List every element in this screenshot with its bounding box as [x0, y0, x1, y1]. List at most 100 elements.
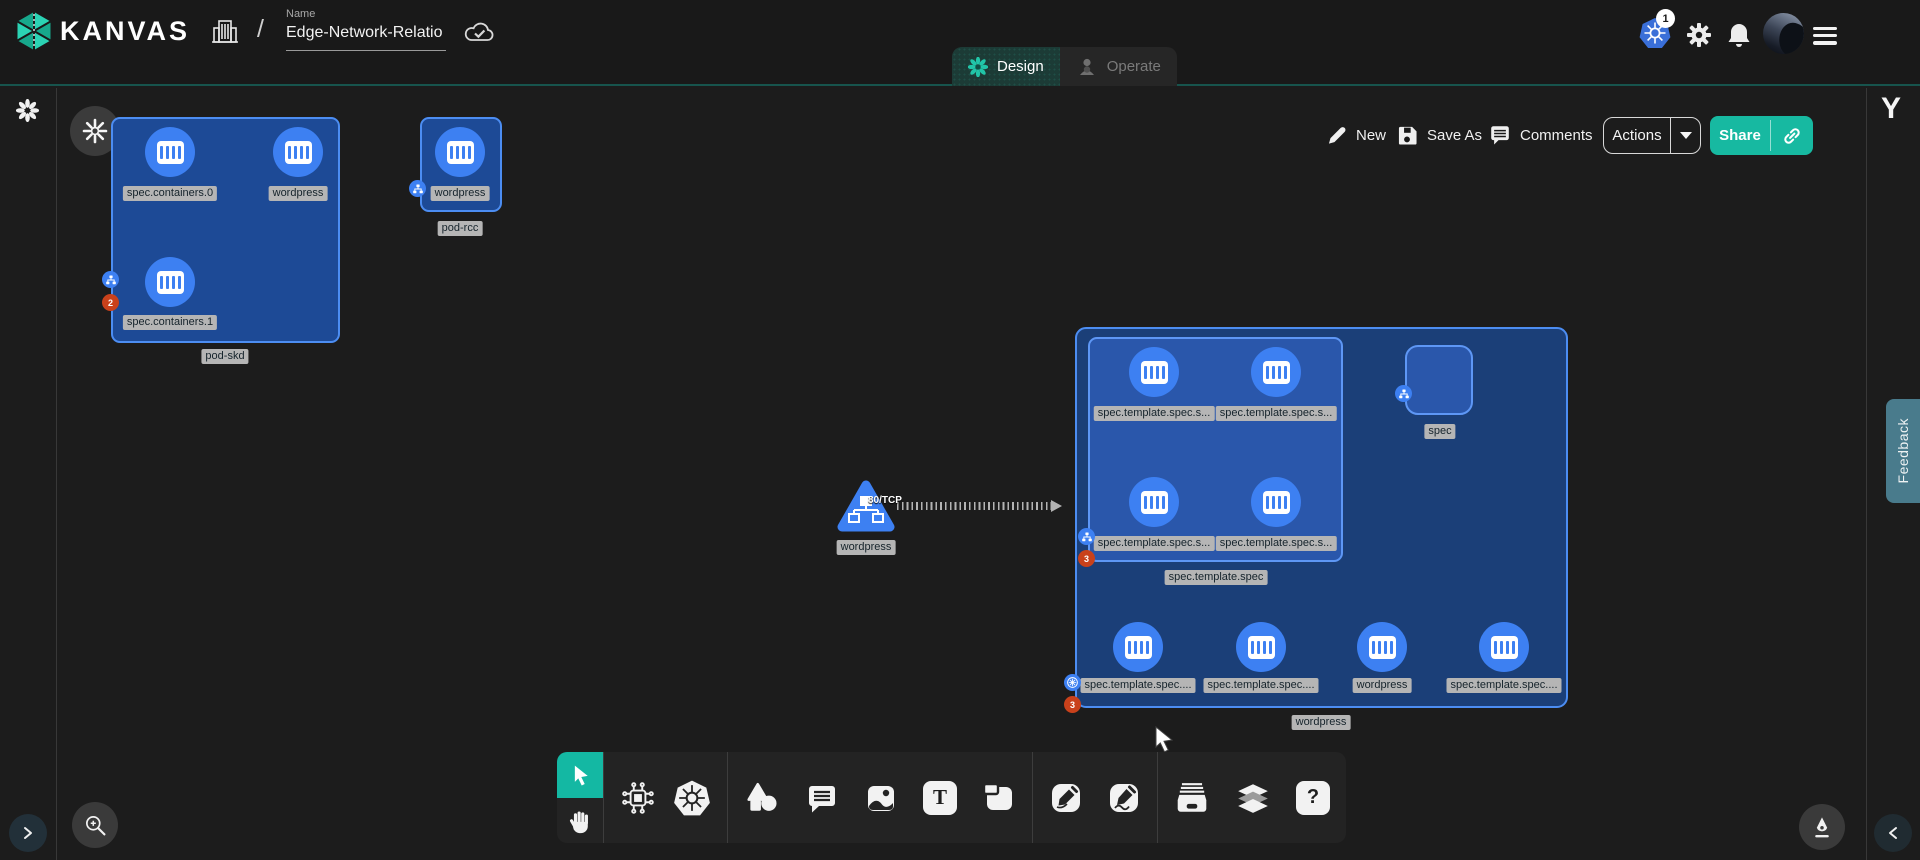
comments-button[interactable]: Comments	[1489, 124, 1593, 146]
menu-hamburger-icon[interactable]	[1813, 27, 1837, 45]
right-rail-logo[interactable]: Y	[1881, 92, 1902, 125]
container-icon	[284, 140, 312, 164]
tool-components[interactable]	[620, 780, 656, 816]
tool-layers[interactable]	[1235, 780, 1271, 816]
error-count-badge[interactable]: 2	[102, 294, 119, 311]
settings-gear-icon[interactable]	[1686, 22, 1712, 48]
edge-arrowhead	[1051, 500, 1062, 512]
collapse-panel-button[interactable]	[1874, 814, 1912, 852]
save-as-button[interactable]: Save As	[1396, 124, 1482, 146]
design-name-input[interactable]: Edge-Network-Relatio	[286, 24, 443, 41]
container-icon	[156, 270, 184, 294]
node-template-3[interactable]	[1129, 477, 1179, 527]
node-spec-containers-1[interactable]	[145, 257, 195, 307]
node-template-1[interactable]	[1129, 347, 1179, 397]
container-icon	[1124, 635, 1152, 659]
error-count-badge[interactable]: 3	[1064, 696, 1081, 713]
zoom-button[interactable]	[72, 802, 118, 848]
share-button[interactable]: Share	[1710, 116, 1813, 155]
k8s-resource-badge[interactable]	[1078, 528, 1095, 545]
actions-button[interactable]: Actions	[1603, 117, 1701, 154]
notifications-bell-icon[interactable]	[1726, 21, 1752, 49]
breadcrumb-separator: /	[257, 15, 264, 43]
container-icon	[1490, 635, 1518, 659]
tool-shapes[interactable]	[744, 780, 780, 816]
tool-drawer[interactable]	[1174, 780, 1210, 816]
zoom-in-icon	[86, 816, 106, 836]
comments-icon	[1491, 126, 1509, 145]
pen-nib-icon	[1815, 817, 1829, 838]
tool-image[interactable]	[864, 781, 898, 815]
design-name-label: Name	[286, 8, 316, 20]
tool-freehand[interactable]	[1107, 781, 1141, 815]
left-rail	[0, 88, 57, 860]
container-icon	[1368, 635, 1396, 659]
expand-panel-button[interactable]	[9, 814, 47, 852]
snowflake-icon	[82, 118, 108, 144]
node-label: spec.template.spec.s...	[1093, 536, 1215, 551]
k8s-context-switcher[interactable]: 1	[1638, 9, 1675, 52]
kanvas-spinner-icon[interactable]	[16, 99, 39, 122]
save-as-label: Save As	[1427, 126, 1483, 144]
node-wordpress-2[interactable]	[435, 127, 485, 177]
k8s-resource-badge[interactable]	[409, 180, 426, 197]
group-label-deployment: wordpress	[1291, 715, 1351, 730]
new-pencil-icon	[1328, 127, 1346, 144]
tool-text[interactable]: T	[923, 780, 957, 815]
node-spec-containers-0[interactable]	[145, 127, 195, 177]
tab-operate-label: Operate	[1106, 58, 1161, 75]
node-bottom-4[interactable]	[1479, 622, 1529, 672]
k8s-resource-badge[interactable]	[1395, 385, 1412, 402]
group-spec[interactable]	[1405, 345, 1473, 415]
node-wordpress-1[interactable]	[273, 127, 323, 177]
actions-dropdown-caret[interactable]	[1671, 118, 1700, 153]
group-label-pod-skd: pod-skd	[201, 349, 249, 364]
group-label-spec: spec	[1424, 424, 1456, 439]
mode-tabs: Design Operate	[952, 47, 1177, 86]
organization-icon[interactable]	[210, 16, 240, 46]
comments-label: Comments	[1520, 126, 1593, 144]
tool-comment[interactable]	[805, 781, 839, 815]
container-icon	[1262, 490, 1290, 514]
edge-service-to-deployment[interactable]	[897, 502, 1053, 510]
node-label: wordpress	[430, 186, 490, 201]
mouse-cursor	[1155, 726, 1174, 752]
container-icon	[1140, 360, 1168, 384]
node-label: spec.containers.0	[122, 186, 218, 201]
node-service-wordpress[interactable]	[836, 477, 896, 535]
tool-pen[interactable]	[1049, 781, 1083, 815]
container-icon	[1140, 490, 1168, 514]
container-icon	[446, 140, 474, 164]
tool-select-cursor[interactable]	[557, 752, 603, 798]
node-template-4[interactable]	[1251, 477, 1301, 527]
tab-operate[interactable]: Operate	[1060, 47, 1177, 86]
pen-tool-button[interactable]	[1799, 804, 1845, 850]
node-bottom-1[interactable]	[1113, 622, 1163, 672]
container-icon	[156, 140, 184, 164]
node-template-2[interactable]	[1251, 347, 1301, 397]
new-label: New	[1356, 126, 1387, 144]
actions-label: Actions	[1612, 127, 1662, 144]
node-label: wordpress	[268, 186, 328, 201]
error-count-badge[interactable]: 3	[1078, 550, 1095, 567]
new-button[interactable]: New	[1325, 124, 1386, 146]
container-icon	[1262, 360, 1290, 384]
tool-kubernetes[interactable]	[673, 779, 711, 817]
k8s-resource-badge[interactable]	[1064, 674, 1081, 691]
node-label: spec.template.spec....	[1203, 678, 1319, 693]
kanvas-logo-icon[interactable]	[14, 11, 54, 51]
user-avatar[interactable]	[1763, 13, 1804, 54]
share-link-icon[interactable]	[1771, 116, 1813, 155]
group-spec-template-spec[interactable]	[1088, 337, 1343, 562]
node-bottom-2[interactable]	[1236, 622, 1286, 672]
tool-frame[interactable]	[982, 781, 1016, 815]
k8s-resource-badge[interactable]	[102, 271, 119, 288]
node-label: spec.containers.1	[122, 315, 218, 330]
feedback-tab[interactable]: Feedback	[1886, 399, 1920, 503]
tool-pan-hand[interactable]	[557, 798, 603, 843]
group-label-pod-rcc: pod-rcc	[437, 221, 483, 236]
node-label: spec.template.spec.s...	[1093, 406, 1215, 421]
tab-design[interactable]: Design	[952, 47, 1060, 86]
node-bottom-3[interactable]	[1357, 622, 1407, 672]
tool-help[interactable]: ?	[1296, 780, 1330, 815]
